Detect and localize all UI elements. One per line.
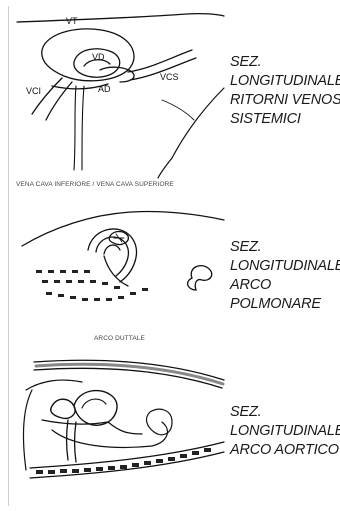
caption-line: ARCO AORTICO bbox=[230, 441, 340, 460]
caption-line: ARCO bbox=[230, 276, 340, 295]
label-vt: VT bbox=[66, 16, 78, 26]
panel-aortic-arch bbox=[12, 350, 228, 490]
panel-pulmonary-arch bbox=[12, 198, 228, 332]
caption-venous-returns: SEZ. LONGITUDINALE RITORNI VENOSI SISTEM… bbox=[230, 53, 340, 129]
caption-pulmonary-arch: SEZ. LONGITUDINALE ARCO POLMONARE bbox=[230, 238, 340, 314]
label-vci: VCI bbox=[26, 86, 41, 96]
caption-line: LONGITUDINALE bbox=[230, 422, 340, 441]
label-ad: AD bbox=[98, 84, 111, 94]
label-vd: VD bbox=[92, 52, 105, 62]
caption-line: RITORNI VENOSI bbox=[230, 91, 340, 110]
label-vcs: VCS bbox=[160, 72, 179, 82]
caption-line: POLMONARE bbox=[230, 295, 340, 314]
panel1-subtitle: VENA CAVA INFERIORE / VENA CAVA SUPERIOR… bbox=[16, 181, 174, 188]
caption-line: SEZ. bbox=[230, 53, 340, 72]
caption-line: SEZ. bbox=[230, 238, 340, 257]
pulmonary-arch-diagram bbox=[12, 198, 228, 332]
caption-line: LONGITUDINALE bbox=[230, 72, 340, 91]
caption-line: SISTEMICI bbox=[230, 110, 340, 129]
panel-venous-returns: VT VD AD VCI VCS bbox=[12, 10, 228, 180]
panel2-subtitle: ARCO DUTTALE bbox=[94, 335, 145, 342]
caption-line: LONGITUDINALE bbox=[230, 257, 340, 276]
caption-line: SEZ. bbox=[230, 403, 340, 422]
venous-returns-diagram: VT VD AD VCI VCS bbox=[12, 10, 228, 180]
aortic-arch-diagram bbox=[12, 350, 228, 490]
caption-aortic-arch: SEZ. LONGITUDINALE ARCO AORTICO bbox=[230, 403, 340, 460]
